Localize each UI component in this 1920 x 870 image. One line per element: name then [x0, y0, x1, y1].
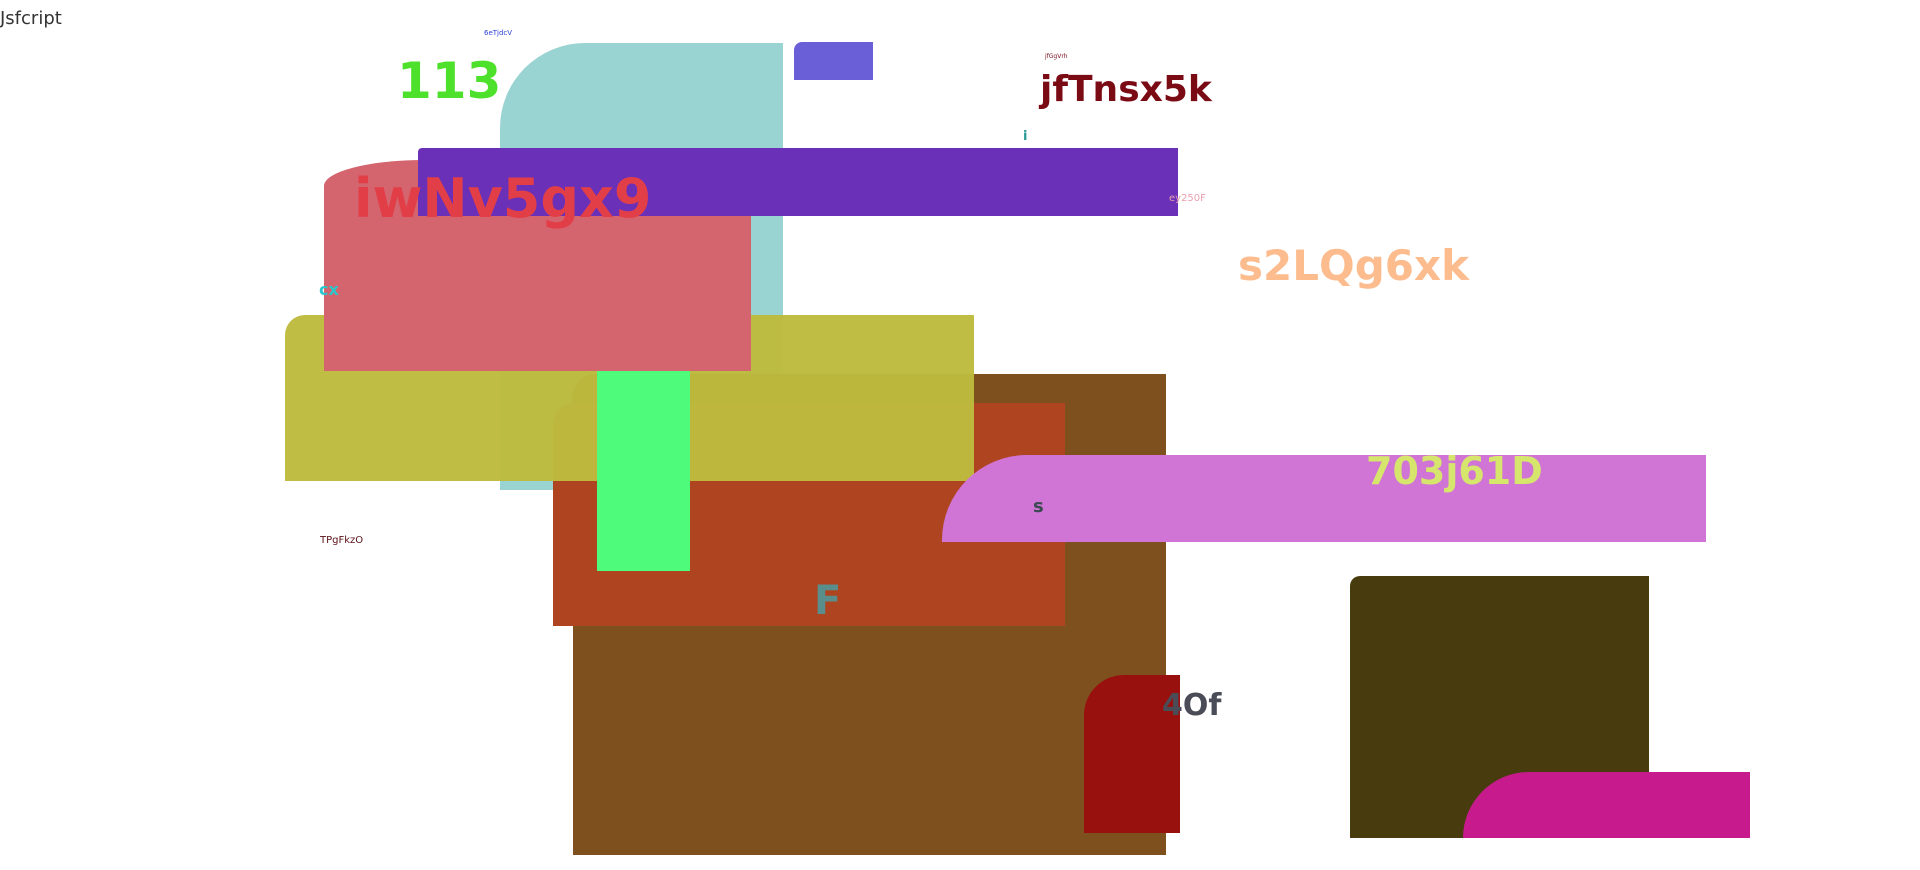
label-ey: ey250F	[1169, 193, 1206, 204]
green-block	[597, 371, 690, 571]
label-i: i	[1023, 129, 1028, 144]
label-4of: 4Of	[1162, 688, 1222, 723]
corner-text: Jsfcript	[0, 8, 62, 29]
magenta-block	[1463, 772, 1750, 838]
label-113: 113	[397, 52, 502, 110]
label-703: 703j61D	[1366, 449, 1543, 493]
label-jftnsx: jfTnsx5k	[1040, 69, 1212, 110]
label-f: F	[814, 578, 842, 624]
pink-bar	[942, 455, 1706, 542]
label-iwnv: iwNv5gx9	[354, 167, 652, 230]
blue-tab	[794, 42, 873, 80]
label-jfgvirh: jfGgVrh	[1045, 53, 1068, 60]
purple-bar	[418, 148, 1178, 216]
label-cx: cx	[319, 280, 339, 299]
darkred-block	[1084, 675, 1180, 833]
label-s2lq: s2LQg6xk	[1238, 241, 1469, 290]
label-tpg: TPgFkzO	[320, 535, 364, 546]
label-tiny-top: 6eTjdcV	[484, 29, 513, 37]
label-s: s	[1033, 496, 1044, 517]
